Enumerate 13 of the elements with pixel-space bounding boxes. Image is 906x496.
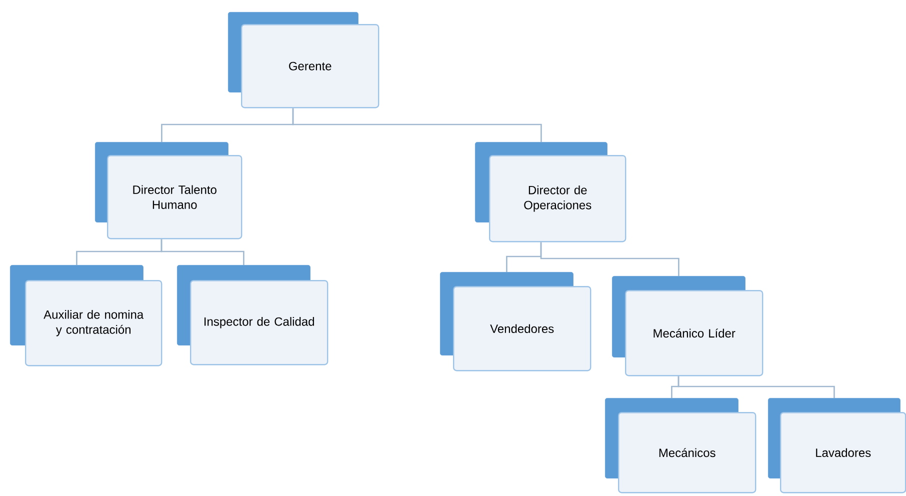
org-box: Lavadores bbox=[768, 398, 906, 494]
connector-line bbox=[678, 376, 835, 398]
org-box: Inspector de Calidad bbox=[177, 265, 328, 366]
org-box: Mecánicos bbox=[605, 398, 756, 494]
org-box: Gerente bbox=[228, 12, 380, 108]
org-box: Mecánico Líder bbox=[612, 276, 764, 376]
org-box: Director de Operaciones bbox=[475, 142, 626, 242]
org-box: Director Talento Humano bbox=[95, 142, 242, 240]
org-box: Vendedores bbox=[440, 272, 592, 372]
org-box: Auxiliar de nomina y contratación bbox=[10, 265, 162, 366]
connector-line bbox=[540, 242, 680, 276]
connector-line bbox=[160, 239, 244, 265]
connector-line bbox=[292, 108, 542, 142]
